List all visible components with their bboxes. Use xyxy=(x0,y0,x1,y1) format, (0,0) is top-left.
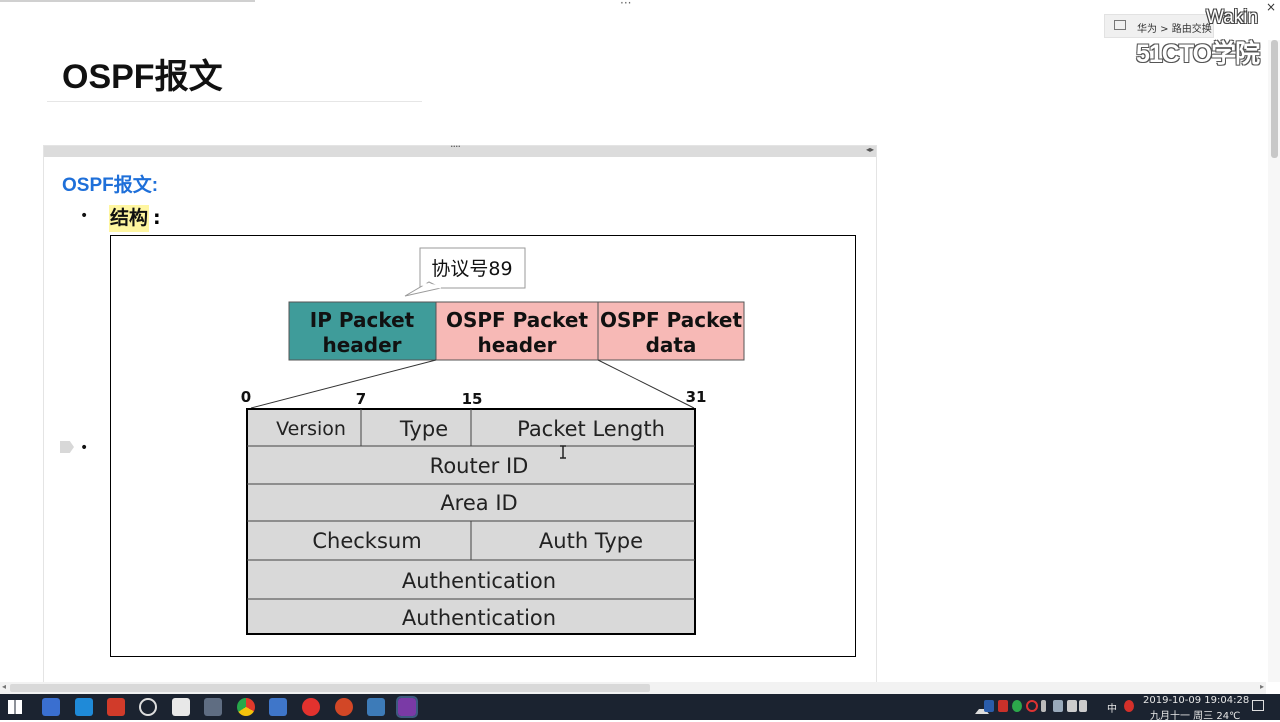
section-heading[interactable]: OSPF报文: xyxy=(62,175,159,196)
packet-structure: IP Packet header OSPF Packet header OSPF… xyxy=(288,301,745,361)
app-target-icon[interactable] xyxy=(139,698,157,716)
field-authentication-1: Authentication xyxy=(402,569,556,593)
ip-header-line2: header xyxy=(322,333,401,357)
ospf-data-line2: data xyxy=(646,333,697,357)
huawei-icon[interactable] xyxy=(302,698,320,716)
bit-label-15: 15 xyxy=(462,390,483,408)
mail-icon[interactable] xyxy=(204,698,222,716)
field-auth-type: Auth Type xyxy=(539,529,643,553)
tray-antivirus-icon[interactable] xyxy=(998,700,1008,712)
bit-label-0: 0 xyxy=(241,388,251,406)
ospf-data-box xyxy=(597,301,745,361)
structure-label[interactable]: 结构 xyxy=(109,205,150,232)
ospf-header-line1: OSPF Packet xyxy=(446,308,588,332)
notification-icon[interactable] xyxy=(1252,700,1264,711)
vertical-scrollbar[interactable] xyxy=(1268,40,1280,682)
app-python-icon[interactable] xyxy=(367,698,385,716)
move-handle-icon[interactable]: ···· xyxy=(450,140,461,153)
ip-header-box xyxy=(288,301,437,361)
title-divider xyxy=(47,101,422,102)
chrome-icon[interactable] xyxy=(237,698,255,716)
horizontal-scrollbar[interactable]: ◂ ▸ xyxy=(0,682,1266,694)
clock-date[interactable]: 2019-10-09 19:04:28 xyxy=(1143,695,1250,706)
paragraph-handle-icon[interactable] xyxy=(60,441,74,453)
ospf-header-fields: Version Type Packet Length Router ID Are… xyxy=(246,408,696,635)
note-container-bar[interactable]: ···· ◂▸ xyxy=(44,140,876,157)
bullet-icon: • xyxy=(80,440,89,456)
app-red-icon[interactable] xyxy=(107,698,125,716)
structure-colon: : xyxy=(153,207,161,229)
notes-icon[interactable] xyxy=(172,698,190,716)
onenote-icon[interactable] xyxy=(396,696,418,718)
field-router-id: Router ID xyxy=(430,454,529,478)
tray-sogou-icon[interactable] xyxy=(1124,700,1134,712)
resize-arrows-icon[interactable]: ◂▸ xyxy=(865,145,874,154)
powerpoint-icon[interactable] xyxy=(335,698,353,716)
scroll-left-icon[interactable]: ◂ xyxy=(2,682,7,691)
expand-line-left xyxy=(250,359,437,409)
tray-expand-icon[interactable] xyxy=(975,703,989,714)
watermark-logo: 51CTO学院 xyxy=(1136,40,1260,68)
field-version: Version xyxy=(276,418,346,440)
horizontal-scroll-thumb[interactable] xyxy=(10,684,650,692)
field-packet-length: Packet Length xyxy=(517,417,665,441)
window-top-strip xyxy=(0,0,1280,12)
search-icon[interactable] xyxy=(42,698,60,716)
field-type: Type xyxy=(399,417,448,441)
save-icon[interactable] xyxy=(269,698,287,716)
ospf-diagram: 协议号89 IP Packet header OSPF Packet heade… xyxy=(241,247,745,635)
expand-line-right xyxy=(597,359,695,409)
ospf-data-line1: OSPF Packet xyxy=(600,308,742,332)
microphone-icon[interactable] xyxy=(1041,700,1046,712)
ime-indicator[interactable]: 中 xyxy=(1107,704,1117,715)
close-icon[interactable]: × xyxy=(1266,0,1277,14)
volume-icon[interactable] xyxy=(1079,700,1087,712)
bit-label-7: 7 xyxy=(356,390,366,408)
callout-text: 协议号89 xyxy=(431,258,512,280)
bullet-icon: • xyxy=(80,208,89,224)
field-authentication-2: Authentication xyxy=(402,606,556,630)
network-icon[interactable] xyxy=(1067,700,1077,712)
tray-misc-icon[interactable] xyxy=(1053,700,1063,712)
ip-header-line1: IP Packet xyxy=(310,308,415,332)
tray-app-icon[interactable] xyxy=(984,700,994,712)
ospf-header-line2: header xyxy=(477,333,556,357)
ospf-packet-figure[interactable]: 协议号89 IP Packet header OSPF Packet heade… xyxy=(110,235,856,657)
start-icon[interactable] xyxy=(8,700,22,714)
watermark-user: Wakin xyxy=(1206,7,1259,28)
note-container[interactable]: ···· ◂▸ xyxy=(43,140,877,690)
scroll-right-icon[interactable]: ▸ xyxy=(1259,682,1264,691)
protocol-callout: 协议号89 xyxy=(404,247,526,297)
breadcrumb-text: 华为 > 路由交换 xyxy=(1137,24,1212,35)
taskbar: 中 2019-10-09 19:04:28 九月十一 周三 24℃ xyxy=(0,694,1280,722)
field-checksum: Checksum xyxy=(312,529,421,553)
more-options-icon[interactable]: ··· xyxy=(620,0,632,10)
tray-record-icon[interactable] xyxy=(1026,700,1038,712)
notebook-icon xyxy=(1114,20,1126,30)
text-cursor-icon xyxy=(560,445,566,459)
vertical-scroll-thumb[interactable] xyxy=(1271,40,1278,158)
breadcrumb[interactable]: 华为 > 路由交换 xyxy=(1104,14,1214,38)
page-title[interactable]: OSPF报文 xyxy=(62,58,223,96)
tray-wechat-icon[interactable] xyxy=(1012,700,1022,712)
field-area-id: Area ID xyxy=(440,491,517,515)
ospf-header-box xyxy=(435,301,599,361)
bit-label-31: 31 xyxy=(686,388,707,406)
task-view-icon[interactable] xyxy=(75,698,93,716)
clock-day[interactable]: 九月十一 周三 24℃ xyxy=(1150,711,1241,722)
